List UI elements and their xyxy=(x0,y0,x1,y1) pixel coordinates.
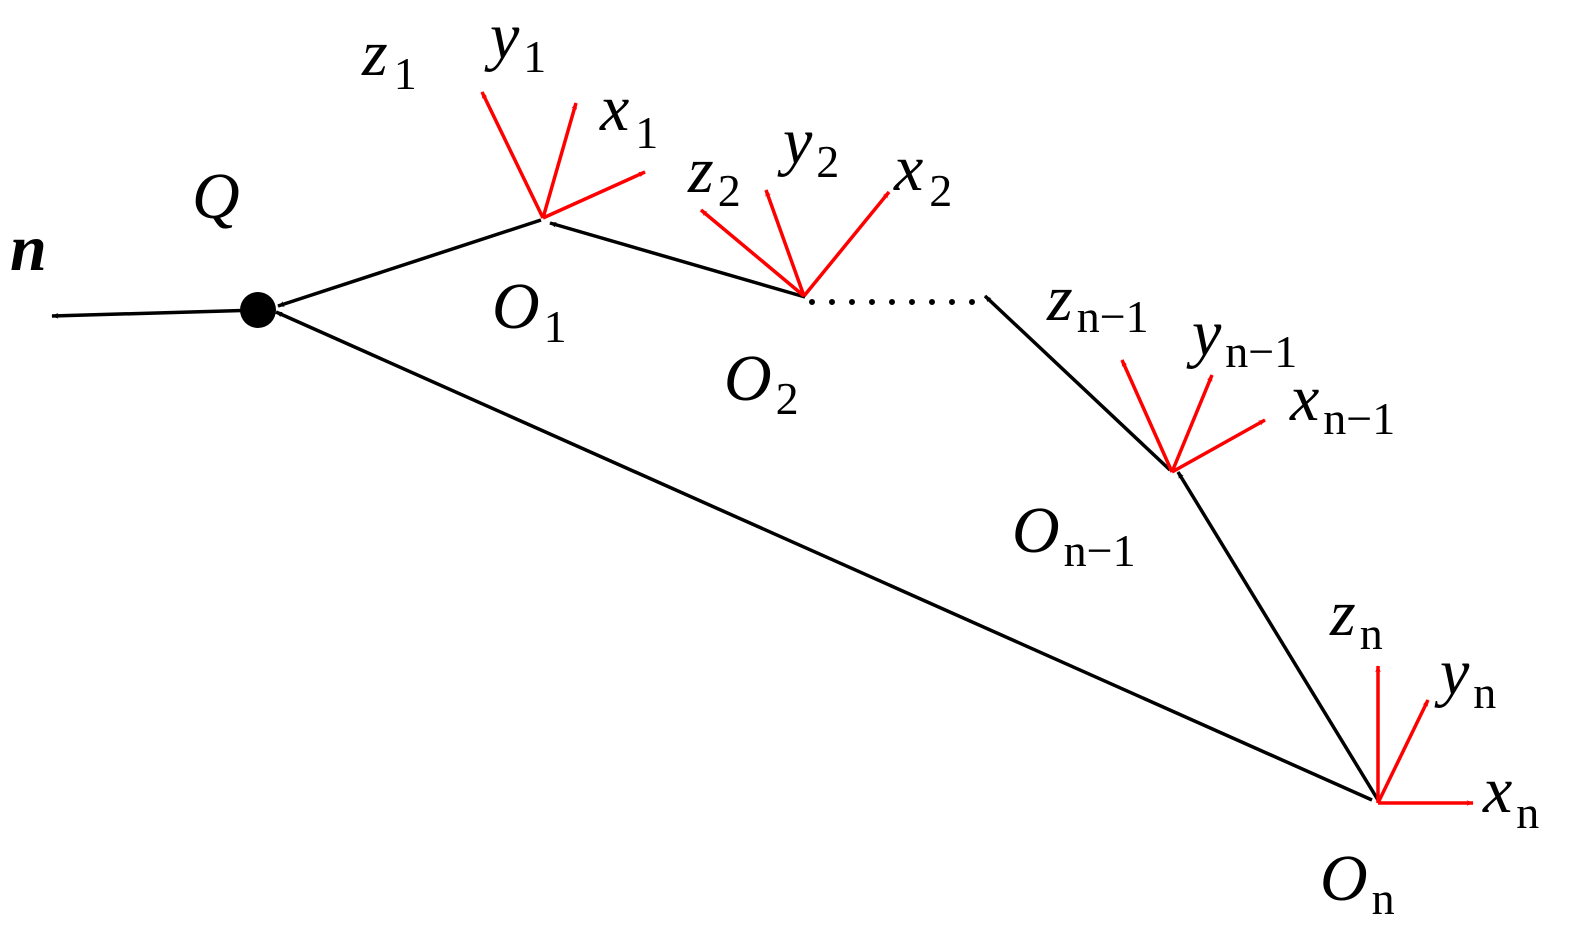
axis-zn1 xyxy=(1120,359,1174,473)
label-O2: O2 xyxy=(724,342,799,424)
axis-yn xyxy=(1376,699,1430,804)
link-O2-to-O1 xyxy=(549,221,806,299)
label-O1: O1 xyxy=(492,270,567,352)
label-xn: xn xyxy=(1482,754,1539,838)
link-On-to-Q xyxy=(275,310,1373,802)
axis-xn1 xyxy=(1171,418,1266,474)
label-zn1: zn−1 xyxy=(1046,262,1149,342)
axis-x2 xyxy=(802,190,891,298)
axis-x1 xyxy=(542,170,646,220)
label-yn1: yn−1 xyxy=(1186,297,1297,377)
label-zn: zn xyxy=(1329,577,1383,659)
normal-vector-n xyxy=(51,308,259,319)
label-xn1: xn−1 xyxy=(1289,362,1395,444)
frame-O1 xyxy=(480,91,646,220)
frame-O2 xyxy=(699,189,891,298)
link-vectors xyxy=(51,218,1380,802)
link-On1-to-dots xyxy=(983,294,1172,472)
frame-On1 xyxy=(1120,359,1266,474)
label-n: n xyxy=(10,212,47,285)
frame-On xyxy=(1375,665,1474,806)
axis-yn1 xyxy=(1170,374,1214,473)
label-yn: yn xyxy=(1434,636,1496,718)
label-y2: y2 xyxy=(777,105,839,187)
link-On-to-On1 xyxy=(1176,471,1380,801)
label-On1: On−1 xyxy=(1012,494,1136,576)
label-Q: Q xyxy=(192,160,240,233)
label-z2: z2 xyxy=(687,134,741,216)
axis-y2 xyxy=(764,189,806,297)
axis-y1 xyxy=(541,102,578,219)
label-On: On xyxy=(1320,842,1395,924)
link-O1-to-Q xyxy=(277,218,542,308)
axis-z2 xyxy=(699,208,806,298)
point-Q xyxy=(240,292,276,328)
label-y1: y1 xyxy=(484,0,546,82)
axis-z1 xyxy=(480,91,545,219)
